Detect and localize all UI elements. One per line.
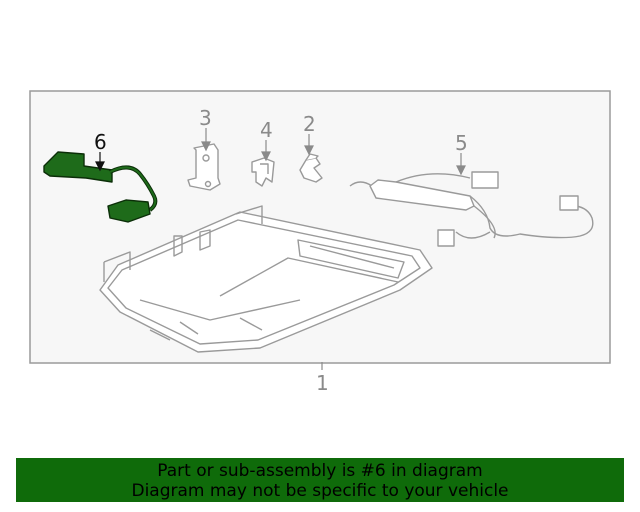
callout-4: 4 [260,118,273,142]
callout-3: 3 [199,106,212,130]
highlighted-harness-part-6[interactable] [43,151,158,223]
banner-line-2: Diagram may not be specific to your vehi… [131,481,509,501]
retainer-part[interactable] [251,157,275,187]
clip-part[interactable] [299,153,323,183]
bracket-part[interactable] [187,143,221,191]
callout-2: 2 [303,112,316,136]
overhead-console-part[interactable] [99,205,433,353]
leader-line-part-6 [95,152,105,172]
callout-1: 1 [316,371,329,395]
banner-line-1: Part or sub-assembly is #6 in diagram [157,461,483,481]
leader-lines [201,128,466,370]
info-banner: Part or sub-assembly is #6 in diagram Di… [16,458,624,502]
callout-6: 6 [94,130,107,154]
wiring-harness-part[interactable] [349,171,594,247]
callout-5: 5 [455,131,468,155]
